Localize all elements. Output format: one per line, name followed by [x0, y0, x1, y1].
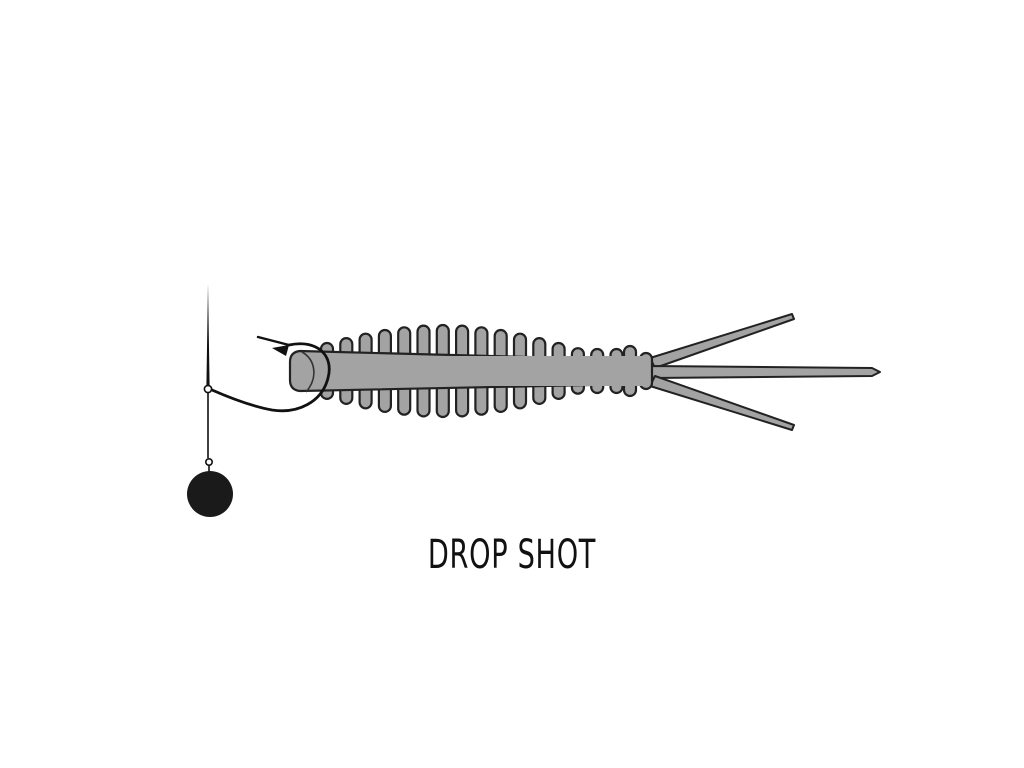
soft-bait-icon [288, 313, 881, 431]
line-tie-ring [203, 384, 213, 394]
sinker-swivel-ring [205, 457, 214, 466]
hook-icon [210, 335, 331, 413]
sinker-weight-icon [187, 465, 233, 517]
diagram-caption: DROP SHOT [427, 532, 597, 578]
fishing-line-icon [206, 284, 210, 458]
